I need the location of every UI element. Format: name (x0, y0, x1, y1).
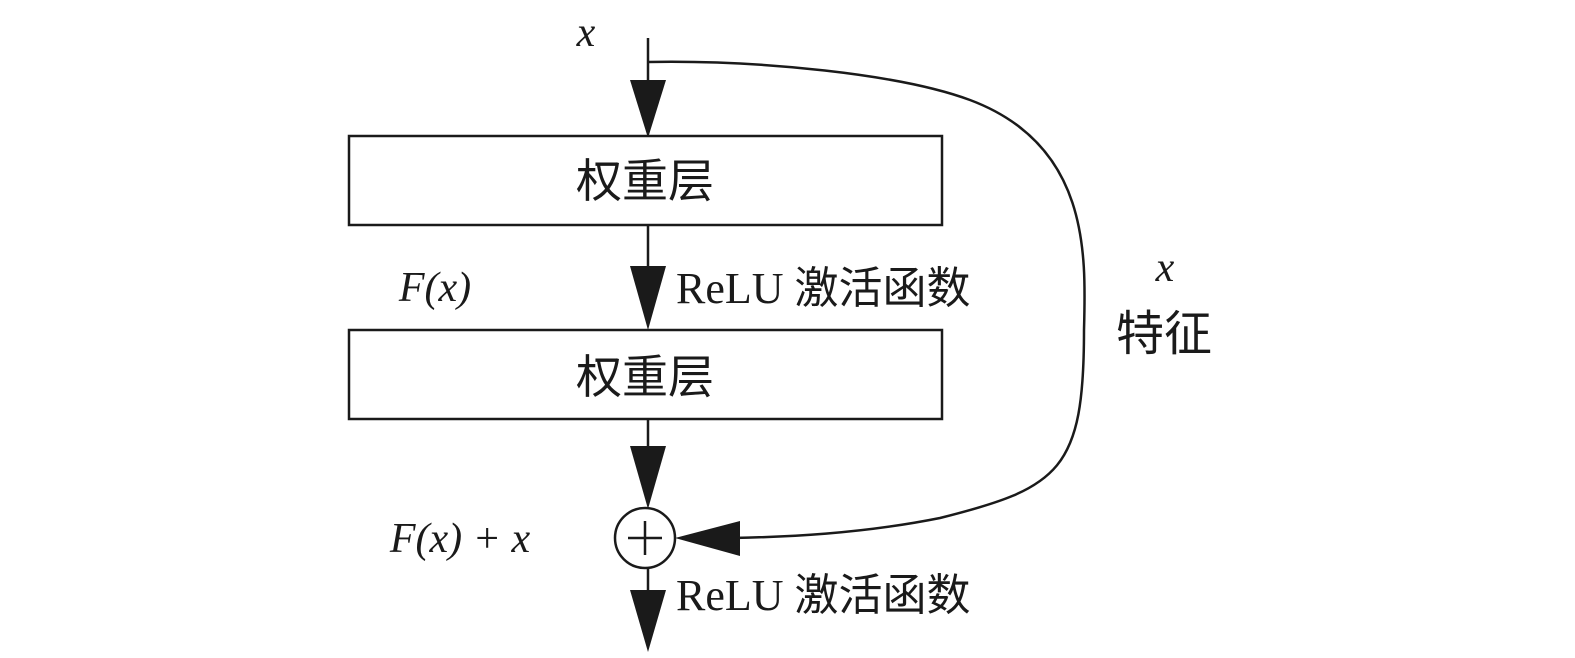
fx-label: F(x) (398, 265, 471, 311)
pre-sum-arrowhead (630, 446, 666, 509)
relu-activation-label-2: ReLU 激活函数 (676, 571, 971, 620)
sum-node (613, 506, 677, 570)
sum-label: F(x) + x (389, 516, 531, 562)
weight-layer-1-box (347, 134, 944, 227)
weight-layer-2-box (347, 328, 944, 421)
middle-arrowhead (630, 266, 666, 330)
weight-layer-1-label: 权重层 (576, 156, 714, 207)
shortcut-caption: 特征 (1116, 308, 1212, 361)
output-arrowhead (630, 590, 666, 652)
weight-layer-2: 权重层 (347, 328, 944, 421)
input-arrowhead (630, 80, 666, 138)
shortcut-symbol: x (1155, 245, 1175, 291)
weight-layer-2-label: 权重层 (576, 352, 714, 403)
weight-layer-1: 权重层 (347, 134, 944, 227)
shortcut-path (647, 60, 1086, 540)
input-label: x (576, 10, 596, 56)
shortcut-arrowhead (675, 521, 740, 556)
relu-activation-label-1: ReLU 激活函数 (676, 264, 971, 313)
